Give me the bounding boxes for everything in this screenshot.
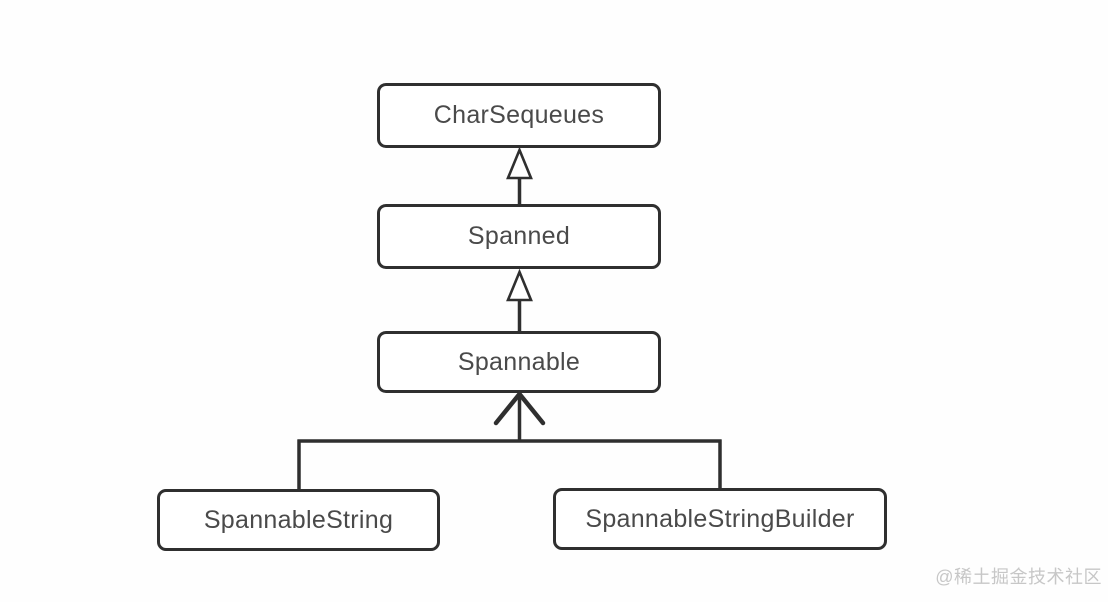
node-spannable: Spannable — [377, 331, 661, 393]
node-label: CharSequeues — [433, 101, 605, 129]
node-label: SpannableStringBuilder — [585, 504, 855, 533]
hollow-triangle-arrow-icon — [506, 146, 533, 180]
watermark: @稀土掘金技术社区 — [935, 567, 1102, 587]
node-charsequeues: CharSequeues — [377, 83, 661, 148]
node-label: Spanned — [467, 222, 571, 250]
edge-spannable-to-spanned — [506, 268, 533, 331]
node-label: SpannableString — [203, 505, 394, 534]
node-spannablestringbuilder: SpannableStringBuilder — [553, 488, 887, 550]
open-chevron-arrow-icon — [493, 391, 546, 426]
edge-spanned-to-charsequeues — [506, 146, 533, 204]
node-spannablestring: SpannableString — [157, 489, 440, 551]
node-spanned: Spanned — [377, 204, 661, 269]
node-label: Spannable — [457, 347, 581, 376]
hollow-triangle-arrow-icon — [506, 268, 533, 302]
edge-children-to-spannable — [297, 391, 722, 490]
